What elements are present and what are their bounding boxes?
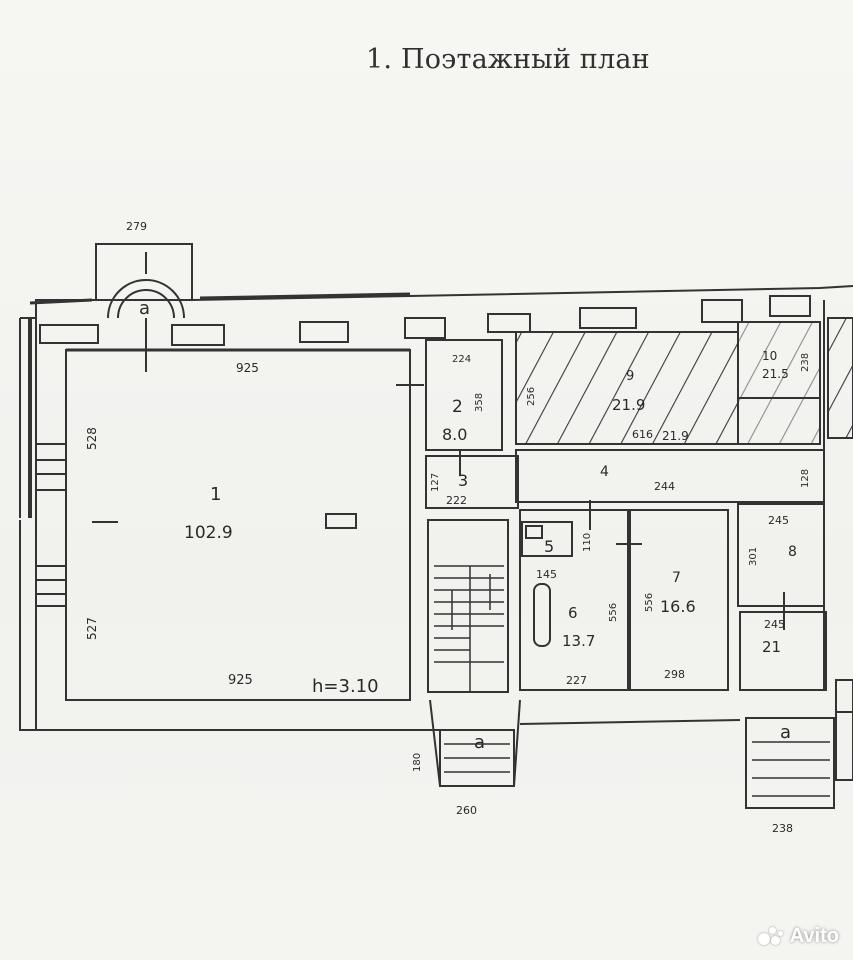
avito-watermark: Avito [757, 925, 839, 948]
room-1-number: 1 [210, 484, 221, 505]
room-8-dim-side: 301 [748, 547, 759, 566]
room-3-outline [425, 455, 519, 509]
room-1-dim-top: 925 [236, 361, 259, 375]
room-7-outline [629, 509, 729, 691]
room-5-outline [521, 521, 573, 557]
stair-1-outline [427, 519, 509, 693]
bay-outline [95, 243, 193, 301]
room-2-outline [425, 339, 503, 451]
room-4-dim-side: 128 [800, 469, 811, 488]
stair-side-dim: 180 [412, 753, 423, 772]
room-7-dim-side: 556 [644, 593, 655, 612]
room-10-number: 10 [762, 349, 777, 363]
room-7-dim-bottom: 298 [664, 668, 685, 681]
avito-watermark-text: Avito [789, 925, 839, 947]
room-10-outline [737, 321, 821, 445]
room-7-number: 7 [672, 570, 681, 586]
room-4-dim: 244 [654, 480, 675, 493]
room-10-dim-side: 238 [800, 353, 811, 372]
room-3-dim-side: 127 [430, 473, 441, 492]
room-9-dim: 616 [632, 428, 653, 441]
room-6-area: 13.7 [562, 632, 595, 650]
room-4-number: 4 [600, 464, 609, 480]
room-6-dim-door: 110 [582, 533, 593, 552]
room-2-number: 2 [452, 397, 463, 417]
room-1-area: 102.9 [184, 523, 233, 543]
stair-down-2 [745, 717, 835, 809]
room-8-number: 8 [788, 544, 797, 560]
room-2-dim-side: 358 [474, 393, 485, 412]
room-6-number: 6 [568, 604, 578, 622]
page-title: 1. Поэтажный план [366, 44, 650, 75]
stair-bottom-dim: 260 [456, 804, 477, 817]
room-4-outline [515, 449, 825, 503]
stair-2-a-label: a [780, 722, 791, 743]
room-9-dim-side: 256 [526, 387, 537, 406]
stair-down-1 [439, 729, 515, 787]
stair-right-dim: 238 [772, 822, 793, 835]
room-21-number: 21 [762, 638, 781, 656]
bay-a-label: a [139, 298, 150, 319]
room-1-dim-left-top: 528 [85, 427, 99, 450]
room-2-dim-top: 224 [452, 354, 471, 365]
room-1-dim-bottom: 925 [228, 673, 253, 688]
room-6-dim-side: 556 [608, 603, 619, 622]
room-8-dim-top: 245 [768, 514, 789, 527]
room-1-height: h=3.10 [312, 676, 379, 697]
room-7-area: 16.6 [660, 597, 696, 616]
bay-dim-label: 279 [126, 220, 147, 233]
inner-left-thick [19, 520, 36, 731]
room-3-dim-bottom: 222 [446, 494, 467, 507]
room-6-outline [519, 509, 629, 691]
room-3-number: 3 [458, 471, 468, 490]
room-9-number: 9 [626, 369, 634, 384]
room-9-area-2: 21.9 [662, 429, 689, 443]
room-10-area: 21.5 [762, 367, 789, 381]
room-6-dim-bottom: 227 [566, 674, 587, 687]
room-5-number: 5 [544, 537, 554, 556]
room-1-outline [65, 349, 411, 701]
room-9-area: 21.9 [612, 396, 645, 414]
room-21-dim-top: 245 [764, 618, 785, 631]
avito-logo-icon [757, 926, 784, 947]
room-1-dim-left-bottom: 527 [85, 617, 99, 640]
room-2-area: 8.0 [442, 425, 467, 444]
room-6-dim-top: 145 [536, 568, 557, 581]
stair-1-a-label: a [474, 732, 485, 753]
room-9-outline [515, 331, 739, 445]
